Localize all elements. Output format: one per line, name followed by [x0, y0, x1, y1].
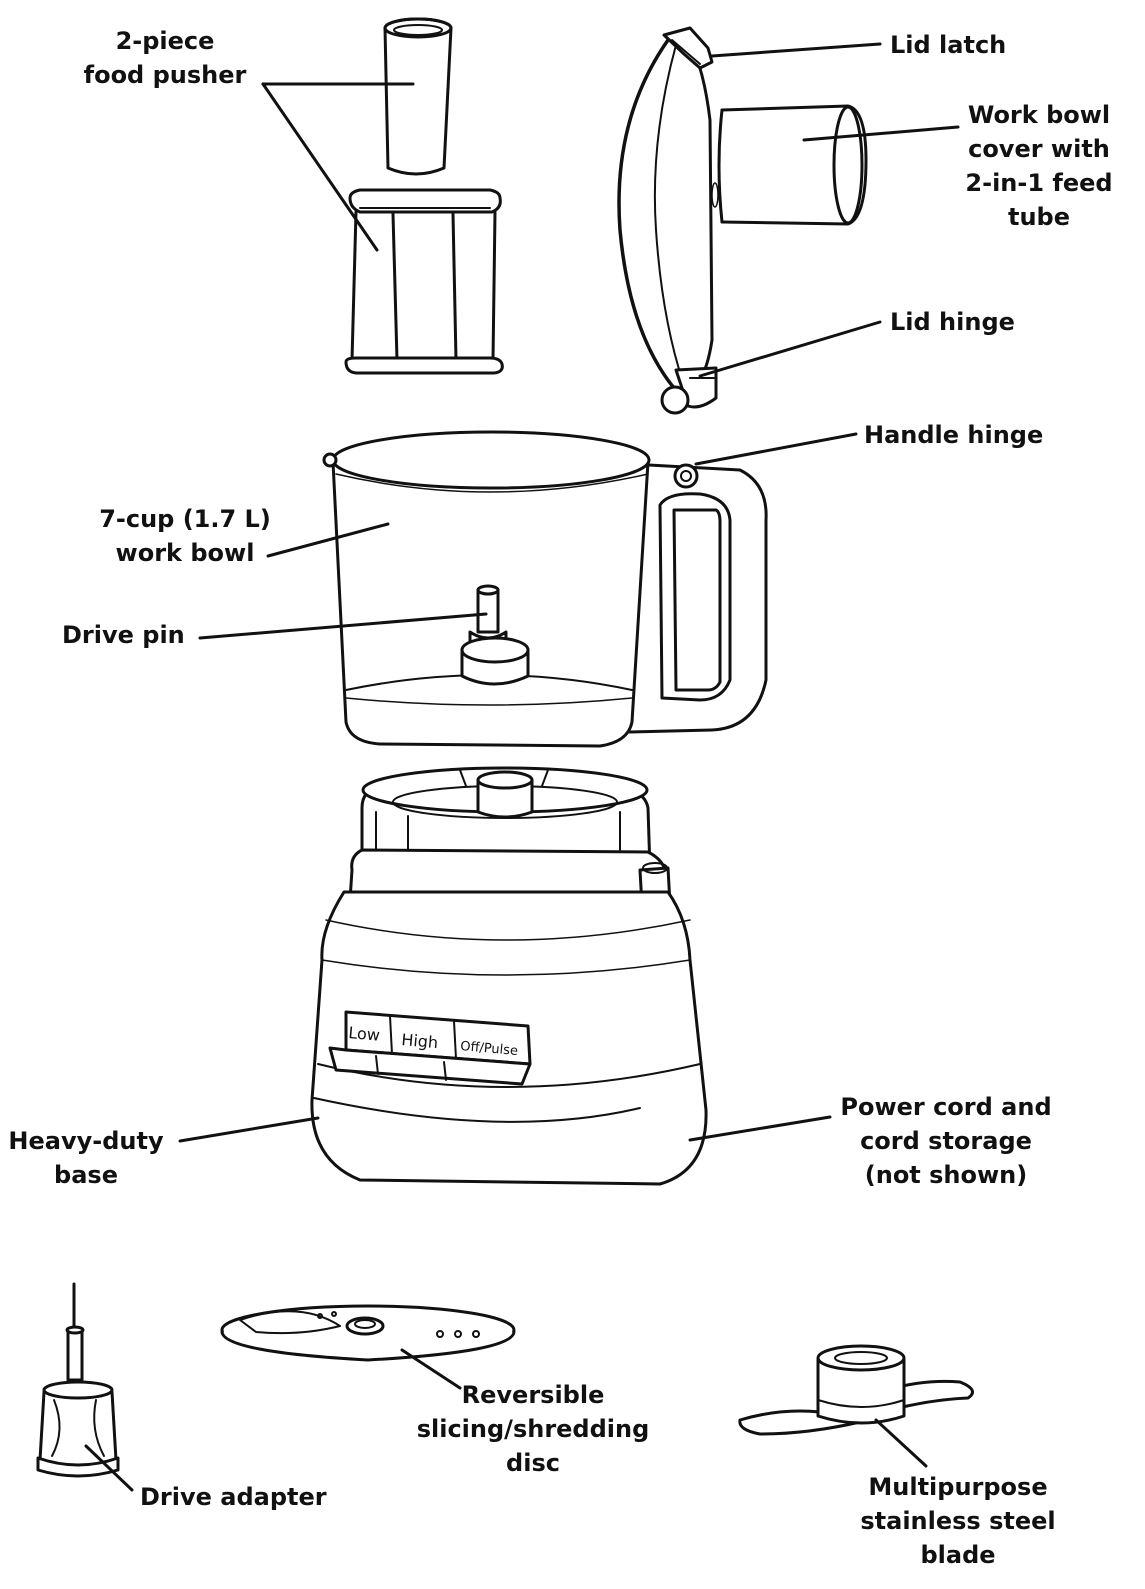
drive-pin-label: Drive pin	[62, 621, 185, 649]
handle-hinge-label: Handle hinge	[864, 421, 1044, 449]
base-illustration: Low High Off/Pulse	[310, 766, 708, 1186]
slicing-disc-label: Reversible slicing/shredding disc	[416, 1381, 650, 1477]
blade-label: Multipurpose stainless steel blade	[860, 1473, 1056, 1569]
lid-hinge-label: Lid hinge	[890, 308, 1015, 336]
food-pusher-illustration	[344, 17, 504, 375]
blade-illustration	[738, 1344, 974, 1436]
power-cord-label: Power cord and cord storage (not shown)	[840, 1093, 1052, 1189]
base-label: Heavy-duty base	[8, 1127, 164, 1189]
drive-adapter-illustration	[36, 1282, 120, 1478]
low-button-label: Low	[348, 1023, 381, 1045]
high-button-label: High	[401, 1030, 439, 1052]
work-bowl-cover-label: Work bowl cover with 2-in-1 feed tube	[965, 101, 1113, 231]
slicing-disc-illustration	[220, 1304, 516, 1362]
off-pulse-button-label: Off/Pulse	[460, 1039, 519, 1059]
drive-adapter-label: Drive adapter	[140, 1483, 327, 1511]
work-bowl-cover-illustration	[617, 26, 868, 415]
work-bowl-label: 7-cup (1.7 L) work bowl	[99, 505, 271, 567]
food-pusher-label: 2-piece food pusher	[83, 27, 247, 89]
leader-lines	[84, 42, 960, 1492]
work-bowl-illustration	[322, 430, 768, 748]
lid-latch-label: Lid latch	[890, 31, 1007, 59]
